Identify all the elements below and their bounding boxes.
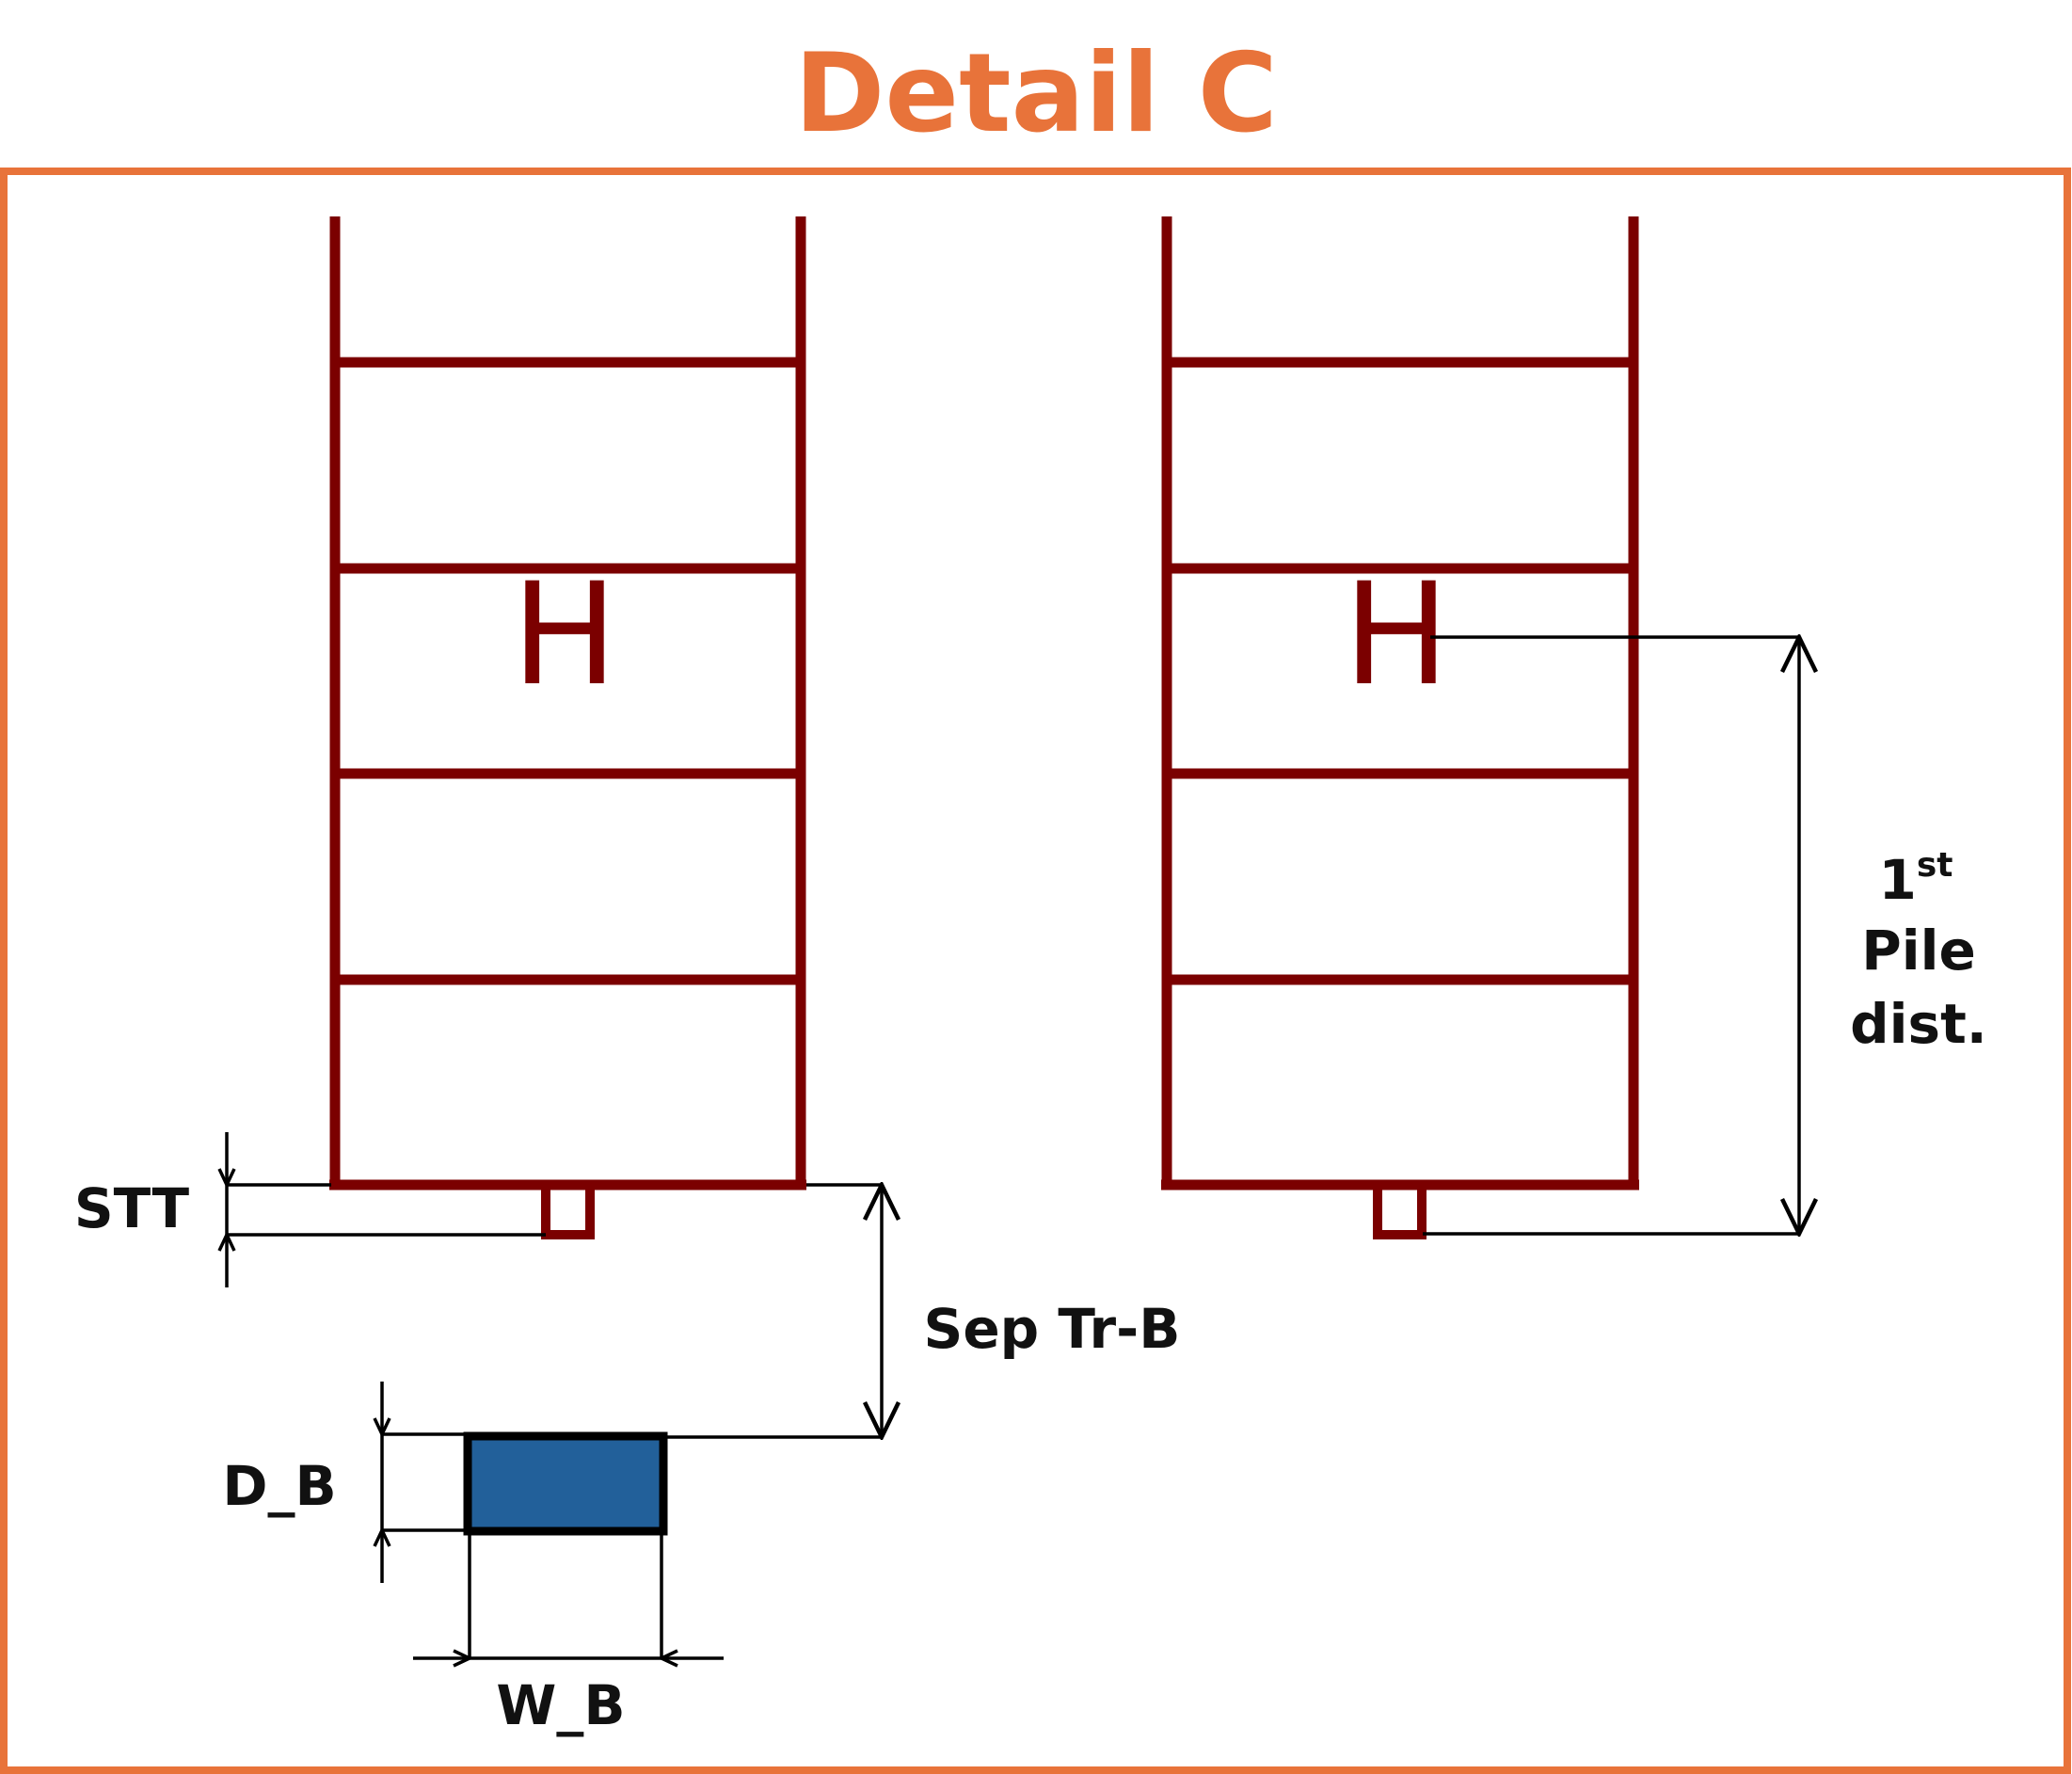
left-pile-row-stub — [541, 1180, 595, 1239]
beam — [463, 1431, 668, 1536]
pile-dist-superscript: st — [1917, 846, 1953, 885]
d-b-dimension — [382, 1382, 466, 1583]
left-pile-row — [329, 216, 806, 1239]
pile-dist-label-line3: dist. — [1850, 992, 1987, 1056]
pile-dist-label-line2: Pile — [1861, 919, 1976, 983]
right-pile-row — [1161, 216, 1639, 1239]
right-pile-row-stub — [1373, 1180, 1426, 1239]
w-b-dimension — [413, 1532, 724, 1658]
right-h-label: H — [1344, 553, 1450, 717]
left-h-label: H — [512, 553, 618, 717]
pile-dist-dimension — [1423, 637, 1799, 1234]
stt-dimension — [227, 1132, 546, 1287]
stt-label: STT — [74, 1176, 190, 1240]
detail-frame — [0, 168, 2071, 1774]
d-b-label: D_B — [222, 1454, 336, 1518]
sep-tr-b-dimension — [664, 1185, 882, 1437]
pile-dist-label-line1: 1st — [1879, 846, 1953, 912]
diagram-title: Detail C — [794, 30, 1278, 157]
sep-tr-b-label: Sep Tr-B — [924, 1297, 1181, 1361]
w-b-label: W_B — [496, 1673, 625, 1737]
pile-dist-number: 1 — [1879, 848, 1917, 912]
